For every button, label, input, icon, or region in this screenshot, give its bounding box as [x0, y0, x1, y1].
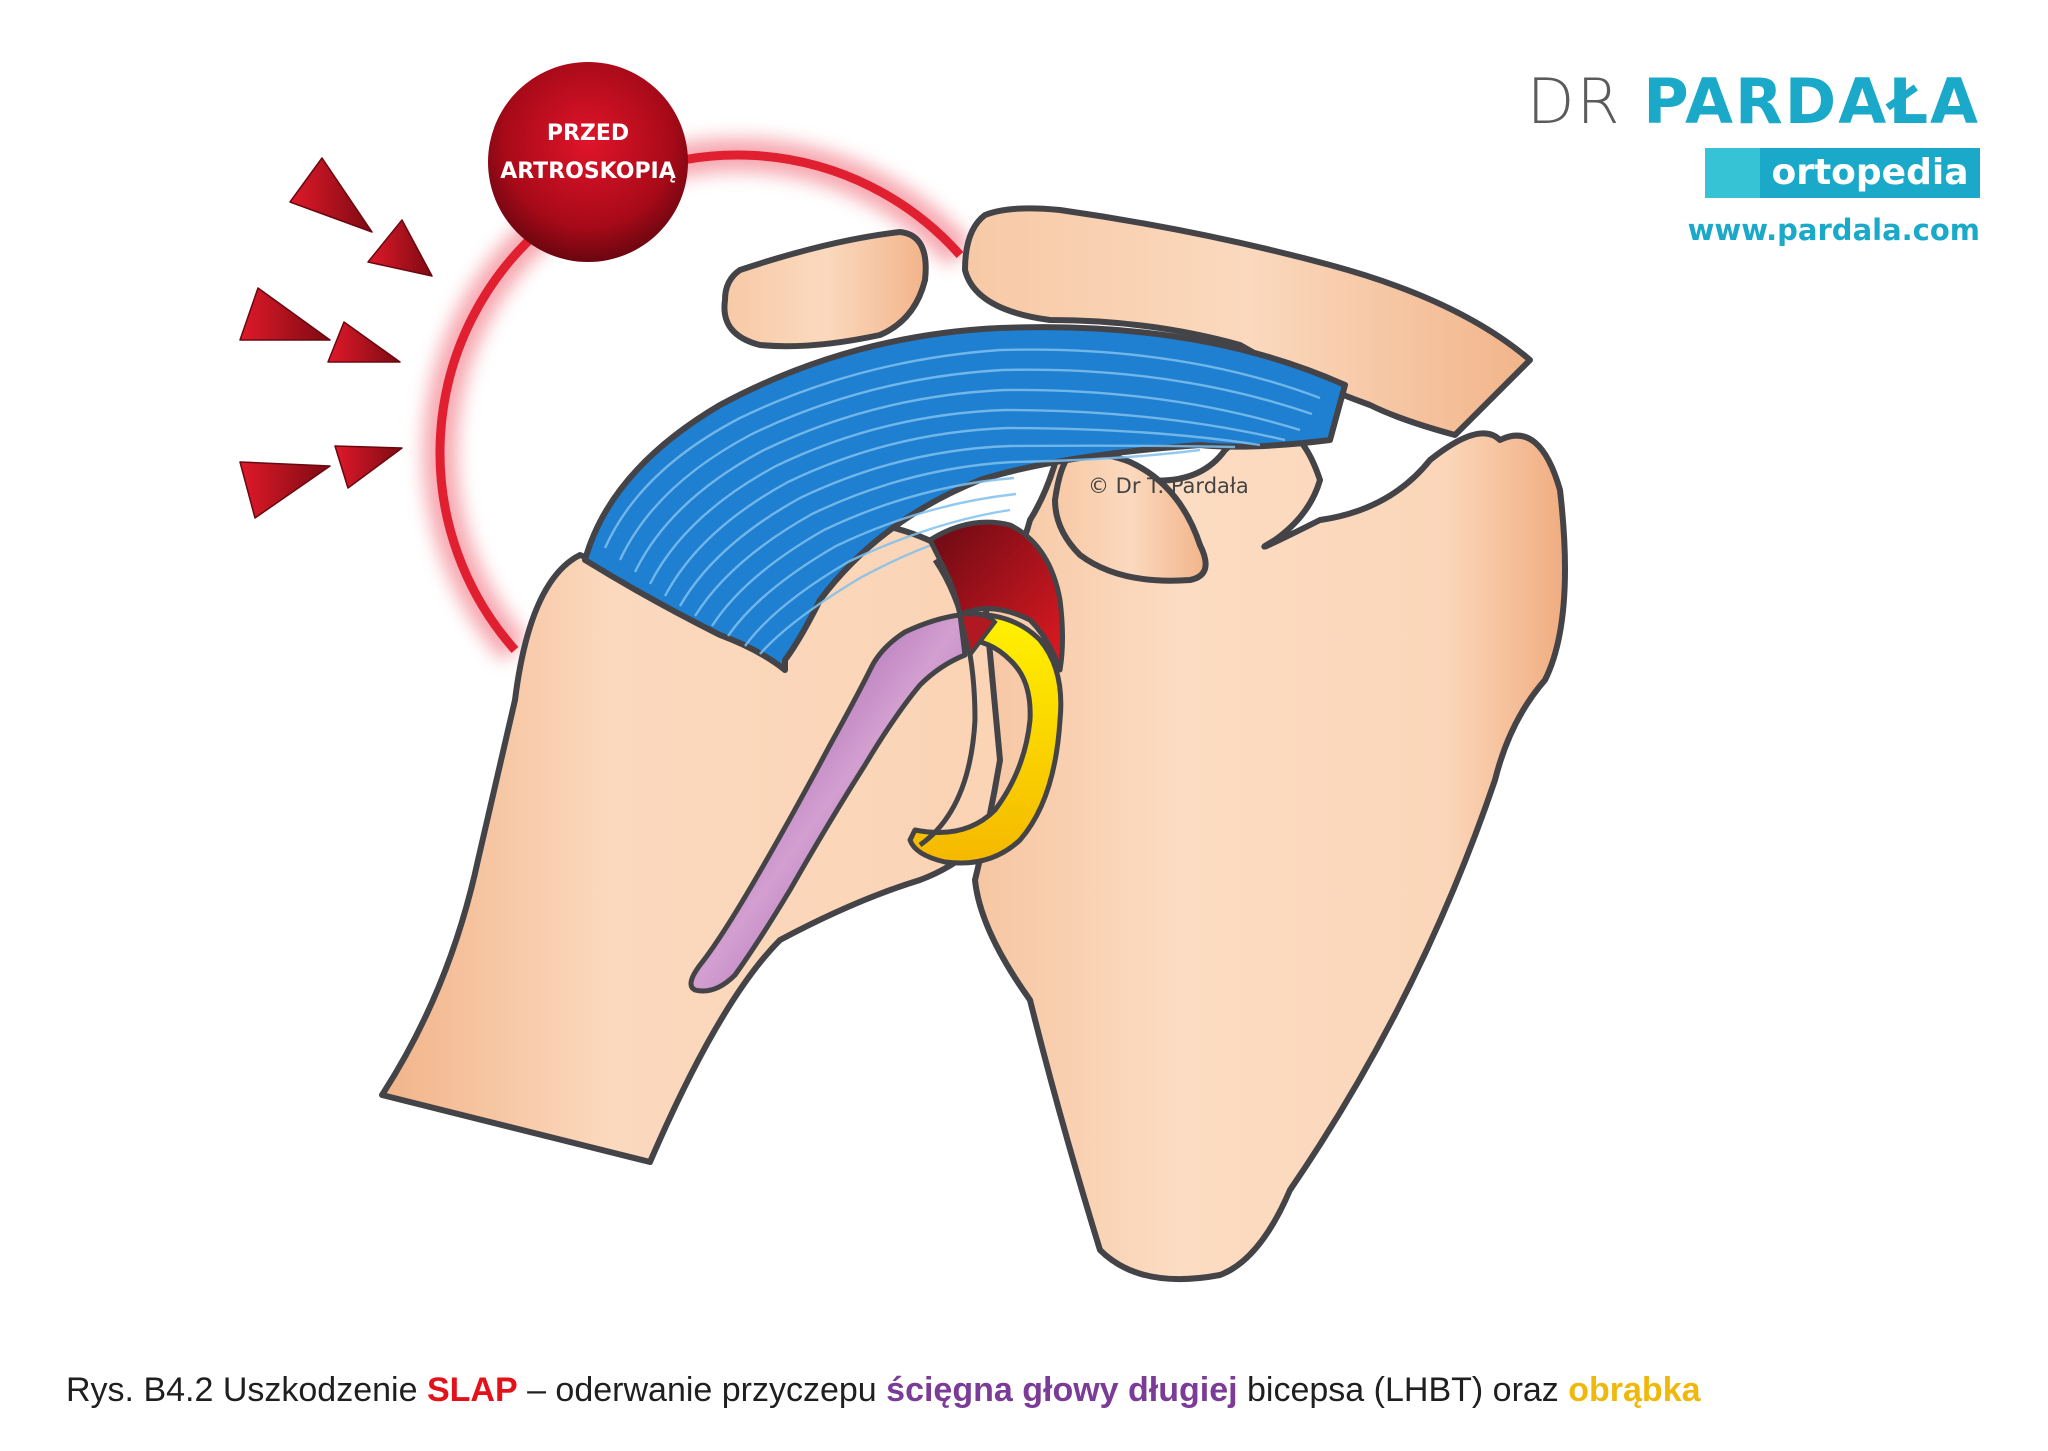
- scapula-bone: [972, 417, 1568, 1283]
- brand-pardala: PARDAŁA: [1643, 65, 1980, 138]
- coracoid-tip: [1052, 450, 1209, 584]
- brand-logo: DR PARDAŁA: [1470, 62, 1980, 142]
- glenoid-labrum: [907, 611, 1064, 866]
- arrow-4: [327, 321, 401, 363]
- arrow-3: [239, 287, 331, 341]
- brand-subtitle: ortopedia: [1760, 148, 1980, 198]
- humeral-head-edge: [918, 558, 978, 848]
- arrow-6: [334, 445, 403, 489]
- arthroscopy-badge: PRZED ARTROSKOPIĄ: [488, 62, 688, 262]
- acromion: [962, 205, 1533, 438]
- caption-tendon: ścięgna głowy długiej: [886, 1371, 1238, 1409]
- caption-middle2: bicepsa (LHBT) oraz: [1237, 1371, 1569, 1409]
- arrow-2: [367, 219, 433, 277]
- caption-middle: – oderwanie przyczepu: [517, 1371, 887, 1409]
- rotator-cuff: [582, 324, 1348, 673]
- arrow-1: [289, 157, 373, 233]
- caption-prefix: Rys. B4.2 Uszkodzenie: [66, 1371, 427, 1409]
- brand-dr: DR: [1526, 65, 1622, 138]
- caption-slap: SLAP: [426, 1371, 518, 1409]
- badge-line2: ARTROSKOPIĄ: [500, 159, 676, 184]
- arrow-5: [239, 461, 331, 519]
- figure-caption: Rys. B4.2 Uszkodzenie SLAP – oderwanie p…: [66, 1365, 2026, 1415]
- coracoid-process: [721, 229, 929, 350]
- brand-bar-accent: [1705, 148, 1760, 198]
- copyright-watermark: © Dr T. Pardała: [1088, 474, 1249, 498]
- caption-labrum: obrąbka: [1568, 1371, 1701, 1409]
- tendon-detached-anchor: [957, 612, 998, 660]
- biceps-long-head-tendon: [688, 612, 968, 994]
- brand-url-link[interactable]: www.pardala.com: [1687, 213, 1980, 247]
- brand-subtitle-bar: ortopedia: [1705, 148, 1980, 198]
- incision-arrows: [239, 157, 433, 519]
- badge-line1: PRZED: [547, 121, 629, 146]
